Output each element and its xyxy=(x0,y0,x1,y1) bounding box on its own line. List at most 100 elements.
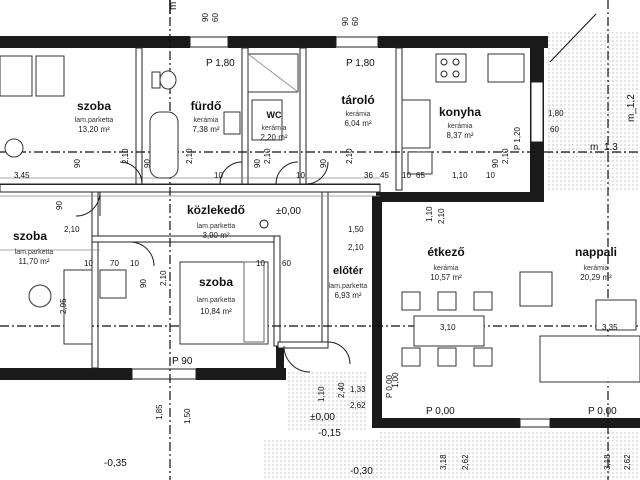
room-finish: lam.parketta xyxy=(197,223,236,230)
dim-label: 60 xyxy=(282,259,291,268)
room-name: WC xyxy=(267,110,282,120)
dim-label: 10 xyxy=(486,171,495,180)
level-outside-left: -0,35 xyxy=(104,458,127,469)
room-name: közlekedő xyxy=(187,203,245,217)
dim-label: 60 xyxy=(550,125,559,134)
dim-label: 70 xyxy=(110,259,119,268)
level-p-eloter: P 0,00 xyxy=(385,374,394,398)
sink xyxy=(223,111,241,135)
room-area: 20,29 m² xyxy=(580,273,612,282)
bed xyxy=(179,261,269,345)
terrace-right xyxy=(548,30,640,190)
dim-label: 10 xyxy=(256,259,265,268)
dim-label: 2,10 xyxy=(185,148,194,164)
room-szoba-left: szoba lam.parketta 11,70 m² xyxy=(13,229,53,266)
room-area: 6,04 m² xyxy=(344,119,371,128)
room-szoba-top: szoba lam.parketta 13,20 m² xyxy=(75,99,114,134)
room-szoba-mid: szoba lam.parketta 10,84 m² xyxy=(197,275,236,316)
terrace-step xyxy=(262,440,382,480)
room-area: 11,70 m² xyxy=(19,257,50,266)
room-name: szoba xyxy=(199,275,233,289)
room-finish: kerámia xyxy=(448,123,473,130)
dim-label: 2,10 xyxy=(263,148,272,164)
dim-label: 90 xyxy=(491,159,500,168)
kitchen-counter xyxy=(401,99,431,149)
dim-label: 90 xyxy=(201,13,210,22)
dim-label: 1,10 xyxy=(317,386,326,402)
dim-label: 2,10 xyxy=(345,148,354,164)
dining-table xyxy=(413,315,485,347)
room-name: fürdő xyxy=(191,99,222,113)
level-markers: ±0,00 ±0,00 -0,15 -0,35 -0,30 P 0,00 P 0… xyxy=(104,2,637,477)
dim-label: 1,33 xyxy=(350,385,366,394)
room-name: tároló xyxy=(341,93,374,107)
room-area: 7,38 m² xyxy=(192,125,219,134)
dim-label: 65 xyxy=(416,171,425,180)
axis-markers xyxy=(169,0,597,63)
parapet-szoba: P 90 xyxy=(172,356,193,367)
dim-label: 2,10 xyxy=(121,148,130,164)
room-area: 10,57 m² xyxy=(430,273,462,282)
level-step: -0,15 xyxy=(318,428,341,439)
room-wc: WC kerámia 2,20 m² xyxy=(260,110,287,142)
level-p-etkezo: P 0,00 xyxy=(426,406,455,417)
room-finish: lam.parketta xyxy=(329,283,368,290)
dim-label: 2,95 xyxy=(59,298,68,314)
sofa xyxy=(539,335,640,383)
dim-label: 1,50 xyxy=(183,408,192,424)
dim-label: 90 xyxy=(319,159,328,168)
level-kozlekedo: ±0,00 xyxy=(276,206,301,217)
wardrobe xyxy=(35,55,65,97)
dim-label: 1,10 xyxy=(452,171,468,180)
room-area: 13,20 m² xyxy=(78,125,110,134)
parapet-furdo: P 1,80 xyxy=(206,58,235,69)
dim-label: 1,50 xyxy=(348,225,364,234)
dim-label: 60 xyxy=(351,17,360,26)
dim-label: 10 xyxy=(214,171,223,180)
dim-label: 3,18 xyxy=(603,454,612,470)
dim-label: 2,10 xyxy=(437,208,446,224)
entrance-terrace xyxy=(288,372,368,432)
dim-label: 3,45 xyxy=(14,171,30,180)
dim-label: 2,10 xyxy=(159,270,168,286)
room-finish: kerámia xyxy=(194,117,219,124)
dimension-labels: 90 60 90 60 1,80 60 3,45 90 2,10 90 2,10… xyxy=(14,13,632,470)
parapet-tarolo: P 1,80 xyxy=(346,58,375,69)
dim-label: 90 xyxy=(143,159,152,168)
room-konyha: konyha kerámia 8,37 m² xyxy=(439,105,481,140)
dim-label: 90 xyxy=(253,159,262,168)
room-finish: kerámia xyxy=(434,265,459,272)
dim-label: 90 xyxy=(341,17,350,26)
dim-label: 2,40 xyxy=(337,382,346,398)
dim-label: 1,85 xyxy=(155,404,164,420)
windows xyxy=(131,36,551,428)
room-name: nappali xyxy=(575,245,617,259)
room-eloter: előtér lam.parketta 6,93 m² xyxy=(329,265,368,300)
level-entrance: ±0,00 xyxy=(310,412,335,423)
terrace-bottom xyxy=(380,430,640,480)
dim-label: 90 xyxy=(55,201,64,210)
room-finish: kerámia xyxy=(262,125,287,132)
room-finish: lam.parketta xyxy=(15,249,54,256)
armchair xyxy=(519,271,553,307)
parapet-konyha: P 1,20 xyxy=(513,126,522,150)
stove-icon xyxy=(435,53,467,83)
dim-label: 2,10 xyxy=(501,148,510,164)
dim-label: 1,00 xyxy=(391,372,400,388)
room-furdo: fürdő kerámia 7,38 m² xyxy=(191,99,222,134)
toilet-icon xyxy=(159,70,177,90)
chair-icon xyxy=(4,138,24,158)
dim-label: 10 xyxy=(296,171,305,180)
room-area: 2,20 m² xyxy=(260,133,287,142)
dim-label: 1,10 xyxy=(425,206,434,222)
dim-label: 2,10 xyxy=(348,243,364,252)
level-p-nappali: P 0,00 xyxy=(588,406,617,417)
room-tarolo: tároló kerámia 6,04 m² xyxy=(341,93,374,128)
level-outside-bottom: -0,30 xyxy=(350,466,373,477)
dim-label: 2,62 xyxy=(350,401,366,410)
room-finish: lam.parketta xyxy=(197,297,236,304)
room-name: előtér xyxy=(333,265,364,277)
dim-label: 3,10 xyxy=(440,323,456,332)
room-area: 6,93 m² xyxy=(334,291,361,300)
